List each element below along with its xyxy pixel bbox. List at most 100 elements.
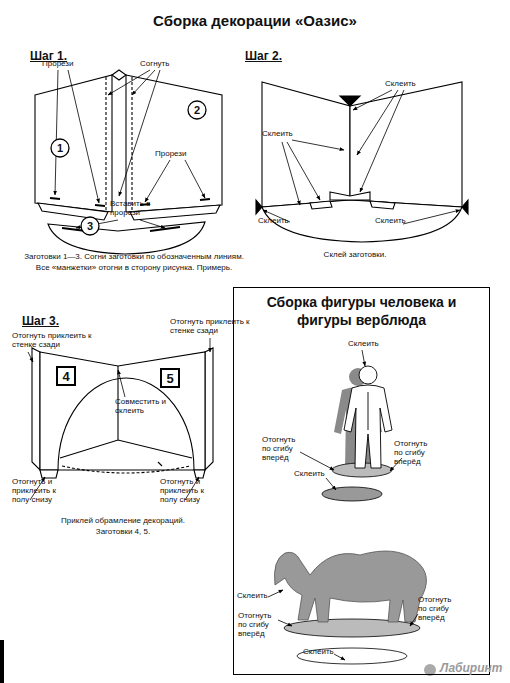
leader-lines bbox=[357, 90, 398, 155]
step3-frame bbox=[40, 470, 58, 478]
camel-figure bbox=[274, 551, 426, 622]
leader-lines bbox=[353, 90, 392, 110]
callout-label: Склеить bbox=[258, 217, 303, 226]
leader-lines bbox=[263, 90, 460, 224]
callout-number: 1 bbox=[57, 143, 63, 154]
step2-parts bbox=[370, 201, 395, 209]
step2-parts bbox=[350, 82, 462, 207]
page-title: Сборка декорации «Оазис» bbox=[0, 12, 510, 29]
watermark: Лабиринт bbox=[440, 662, 502, 675]
callout-label: Склеить bbox=[303, 648, 348, 657]
callout-circle: 1 bbox=[50, 138, 70, 158]
callout-number: 2 bbox=[194, 105, 200, 116]
step2-parts bbox=[330, 192, 370, 200]
leader-lines bbox=[403, 210, 460, 224]
step2-parts bbox=[262, 82, 350, 207]
step1-parts bbox=[126, 75, 222, 212]
callout-label: Совместить и склеить bbox=[115, 398, 170, 416]
leader-lines bbox=[55, 70, 58, 195]
callout-number: 5 bbox=[166, 372, 173, 385]
camel-figure bbox=[284, 619, 420, 637]
leader-lines bbox=[287, 142, 320, 200]
leader-lines bbox=[362, 350, 365, 366]
leader-lines bbox=[268, 590, 283, 597]
step3-frame bbox=[62, 466, 190, 473]
step1-parts bbox=[112, 70, 126, 80]
leader-lines bbox=[360, 90, 404, 192]
step-caption: Заготовки 1—3. Согни заготовки по обозна… bbox=[18, 252, 250, 274]
leader-lines bbox=[334, 654, 345, 660]
step2-parts bbox=[262, 200, 462, 242]
step1-parts bbox=[35, 75, 112, 212]
step1-parts bbox=[200, 199, 210, 200]
man-figure bbox=[368, 392, 369, 430]
step-caption: Склей заготовки. bbox=[300, 250, 410, 261]
leader-lines bbox=[68, 70, 99, 203]
leader-lines bbox=[282, 142, 300, 205]
step3-frame bbox=[60, 378, 192, 458]
edge-mark bbox=[0, 640, 4, 683]
leader-lines bbox=[140, 220, 165, 228]
camel-figure bbox=[274, 551, 426, 664]
step2-parts bbox=[256, 200, 262, 214]
callout-number: 4 bbox=[62, 370, 69, 383]
leader-lines bbox=[28, 338, 210, 500]
leader-lines bbox=[185, 160, 205, 198]
step-heading: Шаг 2. bbox=[245, 50, 282, 63]
step2-parts bbox=[256, 82, 468, 242]
man-figure bbox=[322, 487, 382, 501]
camel-figure bbox=[297, 648, 407, 664]
step3-frame bbox=[158, 462, 162, 466]
callout-label: Склеить bbox=[237, 592, 282, 601]
callout-label: Отогнуть по сгибу вперёд bbox=[418, 596, 460, 623]
step2-parts bbox=[462, 200, 468, 214]
callout-label: Склеить bbox=[348, 340, 393, 349]
leader-lines bbox=[119, 70, 160, 196]
callout-label: Согнуть bbox=[140, 60, 190, 69]
step3-frame bbox=[32, 348, 40, 470]
callout-label: Склеить bbox=[294, 470, 339, 479]
callout-circle: 2 bbox=[187, 100, 207, 120]
step2-parts bbox=[340, 96, 360, 106]
callout-label: Прорези bbox=[42, 60, 92, 69]
step3-frame bbox=[205, 348, 213, 470]
callout-box: 4 bbox=[56, 366, 76, 386]
callout-label: Склеить bbox=[375, 217, 420, 226]
callout-label: Отогнуть по сгибу вперёд bbox=[262, 436, 304, 463]
callout-label: Отогнуть по сгибу вперёд bbox=[394, 440, 436, 467]
circle-outline bbox=[188, 101, 206, 119]
circle-outline bbox=[81, 217, 99, 235]
leader-lines bbox=[326, 478, 336, 490]
leader-lines bbox=[145, 160, 170, 202]
man-figure bbox=[344, 366, 392, 468]
leader-lines bbox=[210, 338, 211, 352]
leader-lines bbox=[118, 370, 125, 397]
leader-lines bbox=[292, 140, 344, 150]
step3-frame bbox=[194, 470, 205, 478]
leader-lines bbox=[55, 70, 205, 228]
callout-label: Вставить в прорези bbox=[110, 200, 155, 218]
step-caption: Приклей обрамление декораций. Заготовки … bbox=[53, 516, 193, 538]
step3-frame bbox=[32, 348, 213, 478]
callout-label: Отогнуть приклеить к стенке сзади bbox=[170, 318, 250, 336]
man-figure bbox=[344, 385, 392, 468]
step1-parts bbox=[35, 70, 222, 254]
callout-box: 5 bbox=[160, 368, 180, 388]
step1-parts bbox=[105, 77, 106, 211]
section-heading: Сборка фигуры человека и фигуры верблюда bbox=[264, 294, 459, 329]
step-heading: Шаг 3. bbox=[22, 315, 59, 328]
man-figure bbox=[359, 366, 377, 384]
callout-number: 3 bbox=[87, 221, 93, 232]
man-figure bbox=[322, 366, 392, 501]
step3-frame bbox=[40, 352, 205, 470]
leader-lines bbox=[300, 350, 402, 490]
leader-lines bbox=[278, 620, 292, 626]
leader-lines bbox=[132, 70, 155, 95]
circle-outline bbox=[51, 139, 69, 157]
callout-label: Отогнуть и приклеить к полу снизу bbox=[12, 478, 67, 505]
callout-circle: 3 bbox=[80, 216, 100, 236]
step1-parts bbox=[38, 203, 108, 220]
step1-parts bbox=[131, 77, 132, 211]
